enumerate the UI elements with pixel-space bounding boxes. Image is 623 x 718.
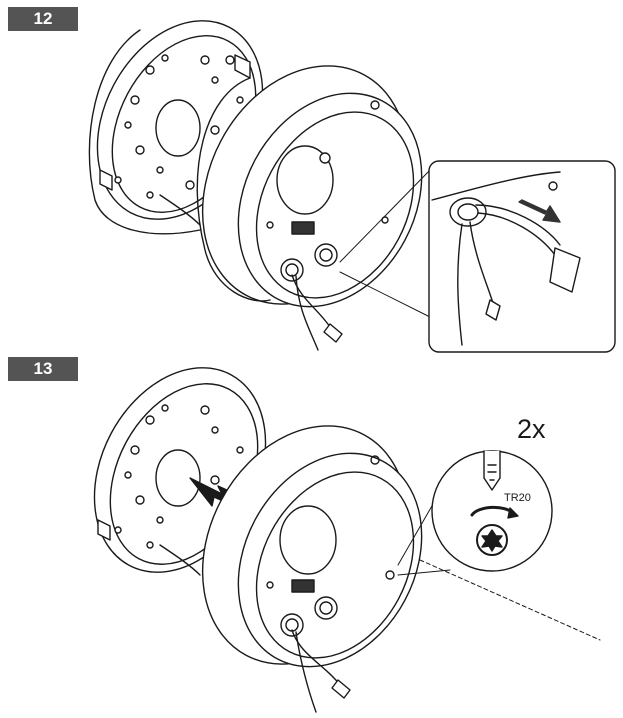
- step-12-illustration: [88, 20, 616, 353]
- torx-head-icon: [481, 529, 503, 552]
- step-13-badge: 13: [8, 357, 78, 381]
- conduit-box-13: [159, 425, 601, 713]
- step-13-illustration: [93, 367, 601, 713]
- cable-detail-callout: [428, 160, 616, 353]
- torx-tool-callout: [431, 450, 553, 572]
- step-12-badge: 12: [8, 7, 78, 31]
- pull-arrow-icon: [518, 199, 561, 223]
- step-13-number: 13: [33, 359, 53, 378]
- conduit-box: [159, 65, 423, 351]
- screw-count-label: 2x: [517, 414, 546, 444]
- tool-size-label: TR20: [504, 492, 531, 504]
- step-12-number: 12: [33, 9, 53, 28]
- torx-screwdriver-icon: [483, 450, 501, 491]
